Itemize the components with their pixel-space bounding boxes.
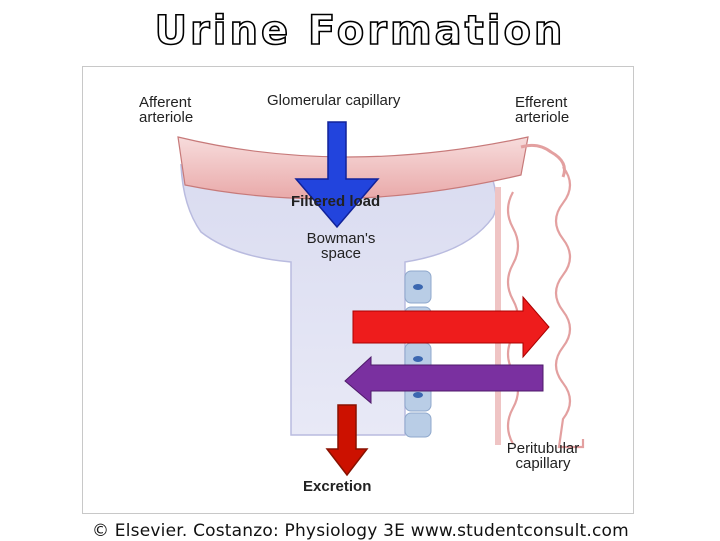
peritubular-capillary-outer [554, 166, 585, 449]
glomerular-capillary [177, 136, 529, 200]
filtered-load-label: Filtered load [291, 193, 381, 210]
bowmans-space-label: Bowman's space [305, 231, 377, 261]
afferent-label-line1: Afferent [139, 94, 192, 111]
filtration-arrow [294, 121, 380, 229]
efferent-label-line2: arteriole [515, 109, 570, 126]
glomerular-capillary-label: Glomerular capillary [267, 92, 401, 109]
reabsorption-arrow [344, 355, 544, 405]
figure-frame: Afferent arteriole Glomerular capillary … [82, 66, 634, 514]
bowmans-label-line1: Bowman's [306, 230, 376, 247]
peritubular-label-line1: Peritubular [506, 440, 580, 457]
afferent-label-line2: arteriole [139, 109, 194, 126]
tubule-epithelium [404, 270, 432, 438]
peritubular-capillary-label: Peritubular capillary [493, 441, 593, 471]
afferent-arteriole-label: Afferent arteriole [139, 95, 193, 125]
peritubular-label-line2: capillary [515, 455, 571, 472]
copyright-caption: © Elsevier. Costanzo: Physiology 3E www.… [92, 521, 629, 541]
bowmans-label-line2: space [320, 245, 362, 262]
secretion-arrow [352, 295, 550, 359]
nephron-diagram [177, 121, 585, 477]
efferent-arteriole-vessel [520, 143, 566, 178]
excretion-label: Excretion [303, 478, 372, 495]
slide-title: Urine Formation [154, 7, 566, 55]
efferent-arteriole-label: Efferent arteriole [515, 95, 569, 125]
efferent-label-line1: Efferent [515, 94, 568, 111]
excretion-arrow [325, 404, 369, 477]
